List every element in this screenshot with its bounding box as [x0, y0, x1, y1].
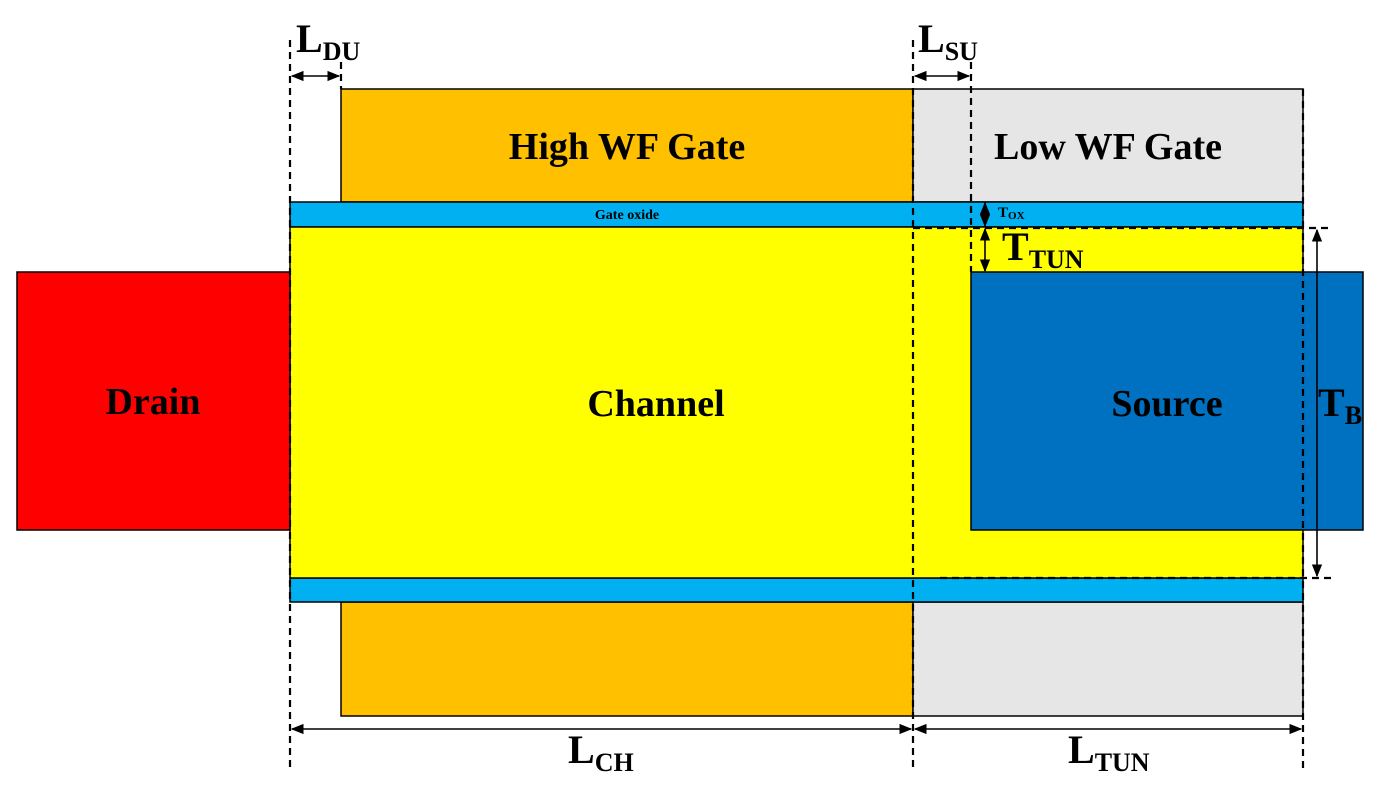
- gate-oxide-top: [289, 201, 1304, 228]
- l-du-label: LDU: [296, 16, 360, 66]
- t-b-label: TB: [1318, 380, 1362, 430]
- l-su-label: LSU: [918, 16, 978, 66]
- source-label: Source: [1111, 383, 1222, 425]
- t-tun-label: TTUN: [1002, 224, 1084, 274]
- channel-label: Channel: [587, 383, 724, 425]
- l-tun-label: LTUN: [1068, 727, 1150, 777]
- high-wf-gate-bottom: [340, 601, 914, 717]
- gate-oxide-bottom: [289, 577, 1304, 603]
- high-wf-gate-label: High WF Gate: [509, 126, 745, 168]
- high-wf-gate-top: [340, 88, 914, 203]
- l-ch-label: LCH: [568, 727, 634, 777]
- low-wf-gate-bottom: [912, 601, 1304, 717]
- drain-label: Drain: [106, 381, 201, 423]
- source-region: [970, 271, 1364, 531]
- low-wf-gate-top: [912, 88, 1304, 203]
- t-ox-label: TOX: [998, 205, 1025, 222]
- drain-region: [16, 271, 291, 531]
- gate-oxide-label: Gate oxide: [595, 208, 659, 223]
- low-wf-gate-label: Low WF Gate: [994, 126, 1222, 168]
